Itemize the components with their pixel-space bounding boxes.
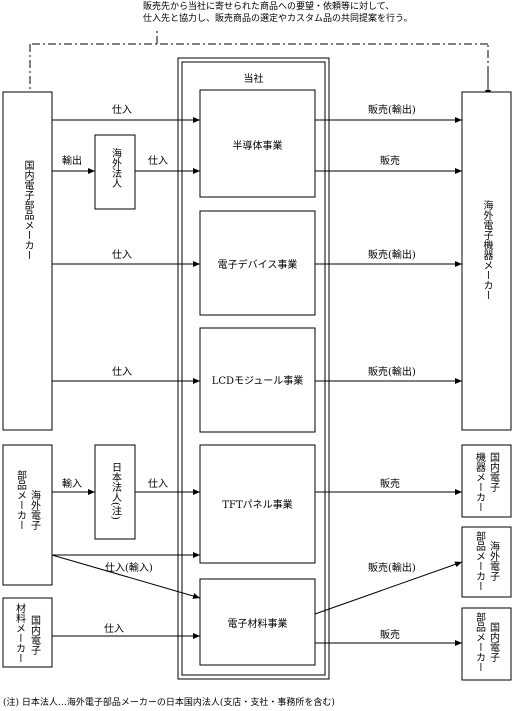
division-semiconductor: 半導体事業 (199, 89, 316, 198)
company-frame: 当社 (177, 57, 330, 680)
supplier-domestic-materials-maker: 国内電子 材料メーカー (2, 597, 53, 668)
arrow-sales-tft-panel: 販売 (315, 477, 462, 495)
customer-domestic-equipment-maker-line-1: 国内電子 (488, 452, 500, 492)
supplier-domestic-materials-maker-line-1: 国内電子 (29, 615, 41, 655)
arrow-purchase-import-label: 仕入(輸入) (105, 561, 153, 574)
arrow-purchase-import-electronic-devices: 仕入(輸入) (52, 552, 200, 574)
division-lcd-module-label: LCDモジュール事業 (212, 374, 304, 387)
arrow-purchase-import-materials (51, 554, 201, 599)
division-tft-panel-label: TFTパネル事業 (222, 498, 292, 511)
arrow-purchase-from-overseas-subsidiary: 仕入 (135, 154, 200, 174)
customer-overseas-parts-maker-line-1: 海外電子 (488, 540, 500, 581)
top-note-line-2: 仕入先と協力し、販売商品の選定やカスタム品の共同提案を行う。 (143, 12, 412, 24)
arrow-purchase-electronic-materials-label: 仕入 (104, 622, 124, 635)
arrow-sales-tft-panel-label: 販売 (380, 477, 400, 490)
top-note-line-1: 販売先から当社に寄せられた商品への要望・依頼等に対して、 (143, 0, 394, 12)
arrow-sales-export-semiconductor-label: 販売(輸出) (368, 103, 416, 116)
supplier-domestic-materials-maker-line-2: 材料メーカー (14, 602, 26, 663)
arrow-sales-export-electronic-devices-label: 販売(輸出) (368, 248, 416, 261)
arrow-sales-export-lcd-module-label: 販売(輸出) (368, 365, 416, 378)
arrow-purchase-electronic-devices: 仕入 (52, 248, 200, 267)
supplier-japan-subsidiary: 日本法人(注) (94, 444, 136, 540)
customer-domestic-parts-maker-line-2: 部品メーカー (474, 611, 486, 672)
division-electronic-materials: 電子材料事業 (199, 578, 316, 666)
arrow-sales-export-electronic-devices: 販売(輸出) (315, 248, 462, 267)
arrow-sales-export-electronic-materials-label: 販売(輸出) (368, 561, 416, 574)
division-electronic-devices: 電子デバイス事業 (199, 210, 316, 316)
company-title: 当社 (244, 72, 264, 85)
arrow-export-overseas-subsidiary: 輸出 (52, 154, 95, 174)
arrow-export-label: 輸出 (62, 154, 82, 167)
arrow-sales-electronic-materials-label: 販売 (380, 628, 400, 641)
arrow-sales-export-semiconductor: 販売(輸出) (315, 103, 462, 123)
customer-overseas-parts-maker-line-2: 部品メーカー (474, 530, 486, 591)
arrow-sales-export-electronic-materials: 販売(輸出) (314, 561, 463, 615)
supplier-overseas-parts-maker-line-2: 部品メーカー (15, 469, 27, 530)
customer-domestic-parts-maker: 国内電子 部品メーカー (461, 607, 512, 681)
arrow-sales-semiconductor: 販売 (315, 154, 462, 174)
arrow-purchase-from-overseas-subsidiary-label: 仕入 (148, 154, 168, 167)
arrow-sales-electronic-materials: 販売 (315, 628, 462, 646)
arrow-purchase-lcd-module-label: 仕入 (112, 365, 132, 378)
division-tft-panel: TFTパネル事業 (199, 444, 316, 564)
arrow-purchase-semiconductor: 仕入 (52, 103, 200, 123)
customer-domestic-equipment-maker: 国内電子 機器メーカー (461, 444, 512, 518)
supplier-domestic-parts-maker-label: 国内電子部品メーカー (22, 160, 34, 260)
arrow-purchase-tft-panel-label: 仕入 (148, 477, 168, 490)
supplier-overseas-parts-maker-line-1: 海外電子 (29, 489, 41, 530)
arrow-purchase-lcd-module: 仕入 (52, 365, 200, 384)
division-electronic-materials-label: 電子材料事業 (228, 617, 288, 630)
supplier-overseas-subsidiary: 海外法人 (94, 134, 136, 210)
arrow-purchase-tft-panel: 仕入 (135, 477, 200, 495)
arrow-sales-semiconductor-label: 販売 (380, 154, 400, 167)
customer-overseas-equipment-maker-label: 海外電子機器メーカー (481, 199, 493, 300)
arrow-sales-export-lcd-module: 販売(輸出) (315, 365, 462, 384)
footnote: (注) 日本法人…海外電子部品メーカーの日本国内法人(支店・支社・事務所を含む) (3, 696, 335, 708)
supplier-japan-subsidiary-label: 日本法人(注) (110, 462, 122, 520)
arrow-purchase-electronic-materials: 仕入 (52, 622, 200, 639)
customer-domestic-equipment-maker-line-2: 機器メーカー (474, 451, 486, 512)
division-lcd-module: LCDモジュール事業 (199, 327, 316, 433)
division-electronic-devices-label: 電子デバイス事業 (218, 258, 298, 271)
supplier-overseas-subsidiary-label: 海外法人 (110, 147, 122, 188)
supplier-overseas-parts-maker: 海外電子 部品メーカー (2, 444, 53, 586)
division-semiconductor-label: 半導体事業 (233, 139, 283, 152)
arrow-purchase-semiconductor-label: 仕入 (112, 103, 132, 116)
arrow-import-label: 輸入 (62, 477, 82, 490)
supplier-domestic-parts-maker: 国内電子部品メーカー (2, 91, 53, 431)
arrow-purchase-electronic-devices-label: 仕入 (112, 248, 132, 261)
customer-overseas-equipment-maker: 海外電子機器メーカー (461, 91, 512, 431)
customer-domestic-parts-maker-line-1: 国内電子 (488, 622, 500, 662)
arrow-import-japan-subsidiary: 輸入 (52, 477, 95, 495)
customer-overseas-parts-maker: 海外電子 部品メーカー (461, 526, 512, 598)
